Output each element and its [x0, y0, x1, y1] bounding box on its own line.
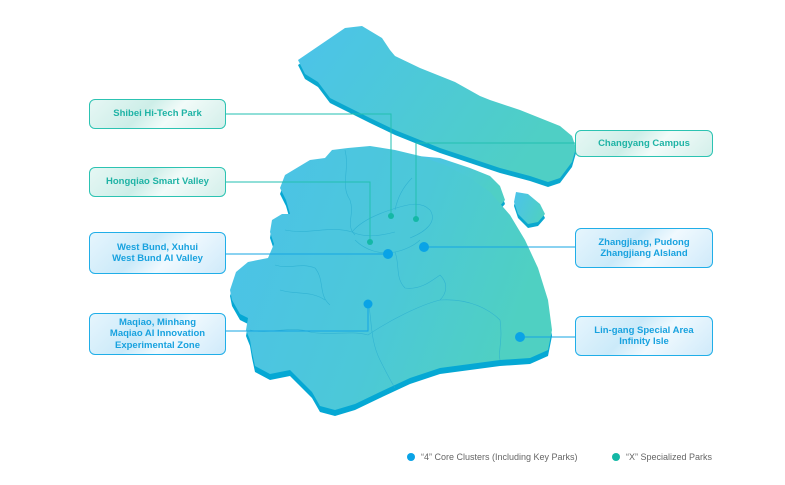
label-shibei-text: Shibei Hi-Tech Park [113, 108, 202, 120]
marker-lingang [515, 332, 525, 342]
hengsha-island [514, 192, 545, 228]
marker-hongqiao [367, 239, 373, 245]
legend-specialized: “X” Specialized Parks [612, 452, 712, 462]
label-hongqiao-text: Hongqiao Smart Valley [106, 176, 209, 188]
legend-specialized-dot-icon [612, 453, 620, 461]
legend-core-label: “4” Core Clusters (Including Key Parks) [421, 452, 578, 462]
district-boundaries [249, 149, 502, 389]
connector-lines [226, 113, 575, 338]
label-shibei: Shibei Hi-Tech Park [89, 99, 226, 129]
label-changyang-text: Changyang Campus [598, 137, 690, 149]
label-west-bund-line1: West Bund, Xuhui [116, 241, 199, 253]
marker-zhangjiang [419, 242, 429, 252]
label-maqiao: Maqiao, Minhang Maqiao AI Innovation Exp… [89, 313, 226, 355]
marker-shibei [388, 213, 394, 219]
label-zhangjiang-line1: Zhangjiang, Pudong [598, 236, 690, 248]
marker-changyang [413, 216, 419, 222]
legend-specialized-label: “X” Specialized Parks [626, 452, 713, 462]
label-lingang: Lin-gang Special Area Infinity Isle [575, 316, 713, 356]
label-maqiao-line3: Experimental Zone [115, 339, 200, 351]
mainland [230, 146, 552, 416]
legend-core-dot-icon [407, 453, 415, 461]
marker-maqiao [363, 299, 373, 309]
label-zhangjiang-line2: Zhangjiang AIsland [600, 248, 688, 259]
label-lingang-line2: Infinity Isle [619, 336, 669, 347]
markers [363, 213, 525, 342]
label-zhangjiang: Zhangjiang, Pudong Zhangjiang AIsland [575, 228, 713, 268]
label-west-bund-line2: West Bund AI Valley [112, 253, 203, 264]
label-hongqiao: Hongqiao Smart Valley [89, 167, 226, 197]
legend-core: “4” Core Clusters (Including Key Parks) [407, 452, 578, 462]
label-maqiao-line2: Maqiao AI Innovation [109, 328, 206, 340]
label-maqiao-line1: Maqiao, Minhang [118, 316, 197, 328]
label-changyang: Changyang Campus [575, 130, 713, 157]
label-lingang-line1: Lin-gang Special Area [594, 324, 694, 336]
label-west-bund: West Bund, Xuhui West Bund AI Valley [89, 232, 226, 274]
marker-west-bund [383, 249, 393, 259]
